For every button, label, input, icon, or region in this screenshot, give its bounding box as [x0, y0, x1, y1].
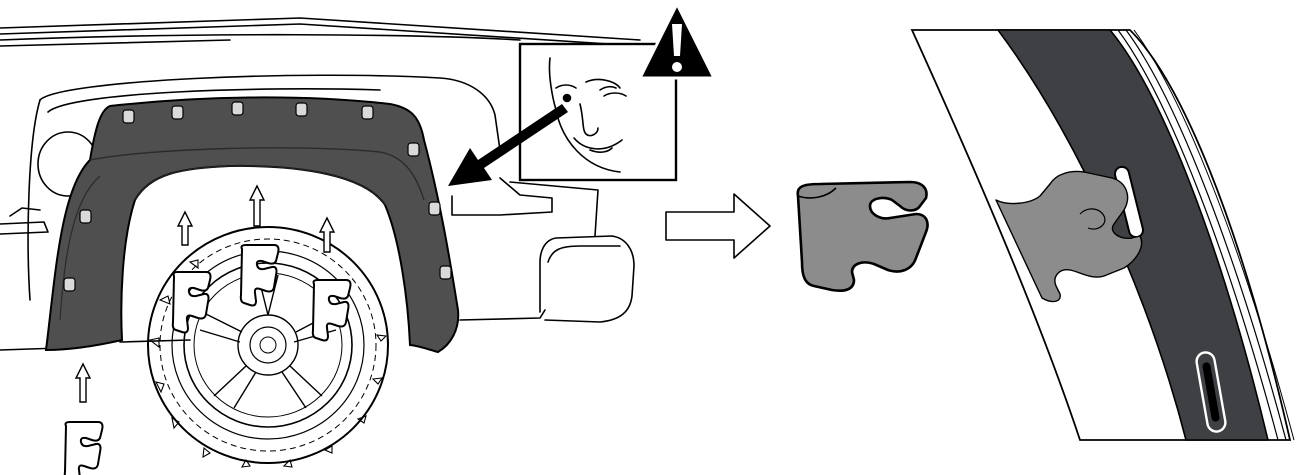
next-step-arrow-icon: [666, 194, 770, 258]
loose-clip: [65, 422, 103, 475]
caution-inset: [448, 4, 714, 186]
warning-triangle-icon: [640, 4, 714, 78]
clip-1: [173, 272, 211, 333]
clip-detail: [798, 182, 928, 291]
fender-flare: [46, 97, 458, 352]
installed-clip-closeup: [912, 30, 1294, 440]
wheel-clips: [173, 245, 351, 341]
